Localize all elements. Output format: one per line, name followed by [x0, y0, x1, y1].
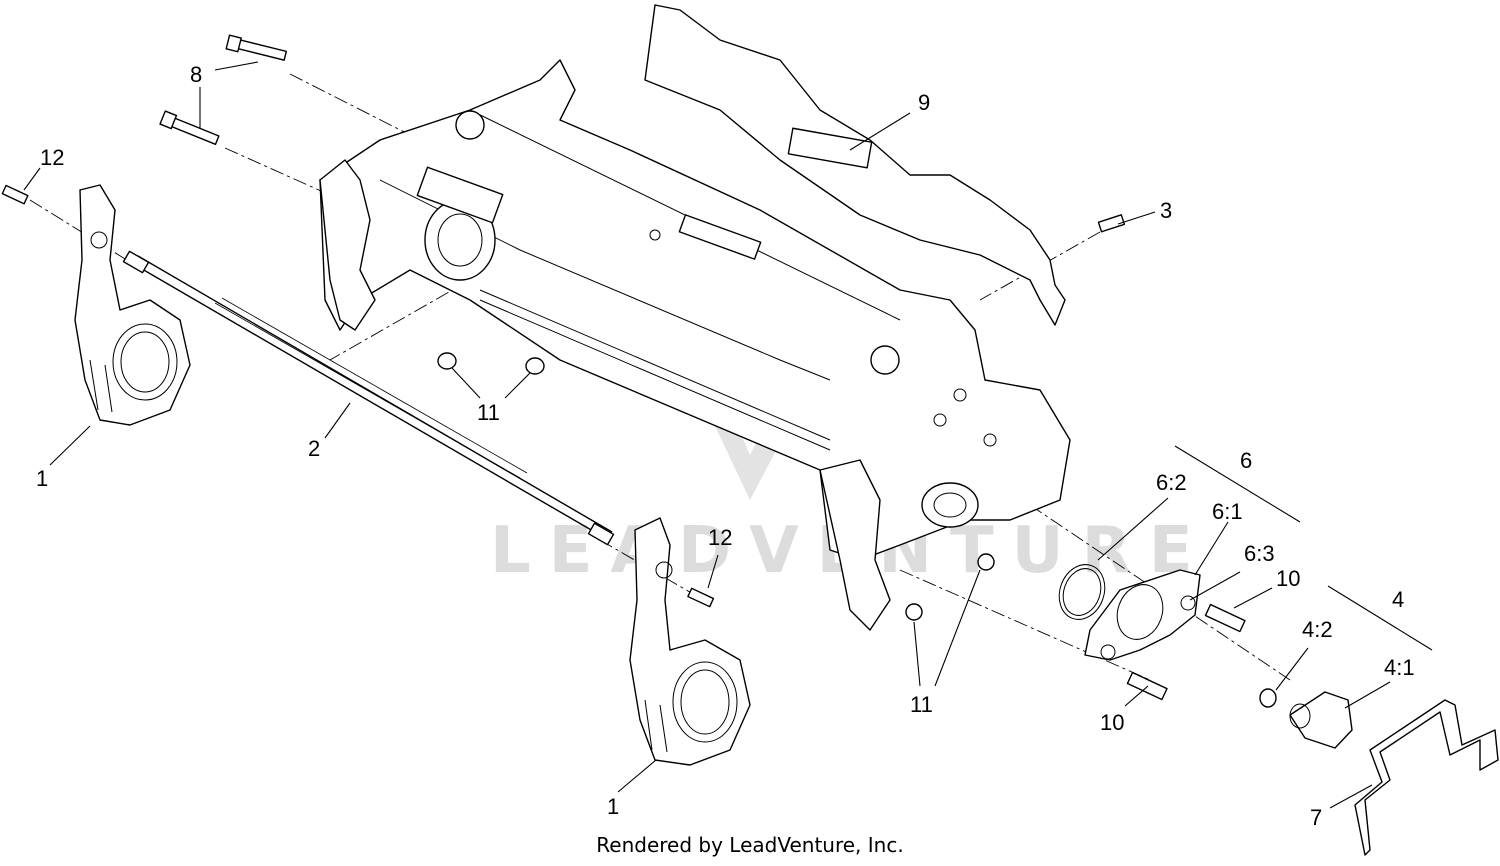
callout-3: 3: [1160, 198, 1172, 223]
callouts: 8 12 9 3 1 2 11 6 6:2 6:1 6:3 10 4 4:2 4…: [36, 62, 1415, 830]
bolts-part-12: [1, 184, 715, 608]
callout-9: 9: [918, 90, 930, 115]
callout-6-1: 6:1: [1212, 499, 1243, 524]
callout-4-2: 4:2: [1302, 617, 1333, 642]
callout-12-right: 12: [708, 525, 732, 550]
fitting-part-4: [1259, 688, 1353, 749]
callout-2: 2: [308, 436, 320, 461]
main-housing: [319, 59, 1071, 631]
callout-11-top: 11: [477, 400, 500, 425]
callout-6-2: 6:2: [1156, 470, 1187, 495]
callout-6: 6: [1240, 448, 1252, 473]
nuts-part-11: [437, 352, 995, 621]
callout-10-bottom: 10: [1100, 710, 1124, 735]
callout-12-left: 12: [40, 145, 64, 170]
callout-1-right: 1: [607, 794, 619, 819]
callout-6-3: 6:3: [1244, 541, 1275, 566]
callout-10-right: 10: [1276, 566, 1300, 591]
screw-part-3: [1097, 214, 1126, 233]
callout-7: 7: [1310, 805, 1322, 830]
callout-8: 8: [190, 62, 202, 87]
clip-part-7: [1354, 699, 1499, 856]
arm-part-1-left: [74, 184, 191, 426]
leader-lines: [23, 61, 1433, 809]
callout-4: 4: [1392, 587, 1404, 612]
callout-4-1: 4:1: [1384, 655, 1415, 680]
callout-11-bottom: 11: [910, 692, 933, 717]
bolts-part-8: [159, 34, 288, 146]
callout-1-left: 1: [36, 466, 48, 491]
shaft-part-2: [122, 250, 615, 546]
footer-credit: Rendered by LeadVenture, Inc.: [596, 833, 903, 857]
cover-part-9: [644, 4, 1066, 326]
arm-part-1-right: [629, 517, 751, 766]
assembly-part-6: [1058, 564, 1201, 661]
